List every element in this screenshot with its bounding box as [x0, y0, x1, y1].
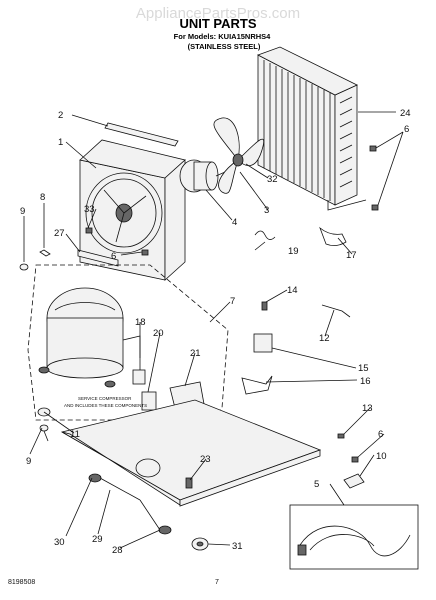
wire-harness	[319, 226, 347, 246]
callout-20: 20	[153, 328, 164, 339]
tube	[321, 304, 351, 318]
callout-24: 24	[400, 108, 411, 119]
footer-page-number: 7	[215, 579, 219, 586]
variant-line: (STAINLESS STEEL)	[188, 42, 261, 51]
callout-10: 10	[376, 451, 387, 462]
callout-6b: 6	[111, 251, 116, 262]
service-note-2: AND INCLUDES THESE COMPONENTS	[64, 403, 147, 408]
grommet	[19, 263, 29, 271]
fan-motor	[179, 159, 235, 193]
callout-23: 23	[200, 454, 211, 465]
callout-19: 19	[288, 246, 299, 257]
callout-2: 2	[58, 110, 63, 121]
screw	[371, 204, 379, 211]
callout-9a: 9	[20, 206, 25, 217]
fan-shroud	[79, 139, 186, 281]
screw	[261, 301, 268, 311]
callout-6a: 6	[404, 124, 409, 135]
callout-29: 29	[92, 534, 103, 545]
baffle	[77, 249, 119, 267]
base-pan	[60, 399, 322, 551]
fitting	[337, 433, 345, 439]
footer-part-number: 8198508	[8, 579, 35, 586]
callout-13: 13	[362, 403, 373, 414]
callout-7: 7	[230, 296, 235, 307]
drain-cap	[343, 473, 365, 489]
compressor-group-box	[27, 264, 229, 421]
callout-4: 4	[232, 217, 237, 228]
callout-15: 15	[358, 363, 369, 374]
callout-21: 21	[190, 348, 201, 359]
shroud-seal	[104, 122, 179, 147]
clamp	[254, 230, 276, 240]
fan-blade	[213, 117, 264, 194]
relay	[141, 391, 157, 411]
screw	[85, 227, 93, 234]
leader-lines	[23, 111, 404, 549]
callout-9b: 9	[26, 456, 31, 467]
compressor	[38, 287, 141, 388]
callout-3: 3	[264, 205, 269, 216]
service-note-1: SERVICE COMPRESSOR	[78, 396, 132, 401]
condenser-coil	[257, 46, 367, 211]
screw	[141, 249, 149, 256]
overload	[132, 369, 146, 385]
callout-12: 12	[319, 333, 330, 344]
watermark: AppliancePartsPros.com	[136, 5, 300, 22]
callout-33: 33	[84, 204, 95, 215]
callout-8: 8	[40, 192, 45, 203]
callout-1: 1	[58, 137, 63, 148]
callout-11: 11	[70, 429, 80, 440]
callout-32: 32	[267, 174, 278, 185]
callout-28: 28	[112, 545, 123, 556]
callout-16: 16	[360, 376, 371, 387]
callout-6c: 6	[378, 429, 383, 440]
diagram-title: UNIT PARTS	[179, 16, 256, 31]
callout-18: 18	[135, 317, 146, 328]
power-cord	[289, 504, 419, 570]
callout-31: 31	[232, 541, 243, 552]
control-box	[253, 333, 273, 353]
clip	[39, 249, 51, 257]
callout-17: 17	[346, 250, 357, 261]
callout-27: 27	[54, 228, 65, 239]
screw	[351, 456, 359, 463]
callout-5: 5	[314, 479, 319, 490]
bracket	[241, 375, 273, 395]
models-line: For Models: KUIA15NRHS4	[174, 32, 272, 41]
screw	[369, 145, 377, 152]
callout-14: 14	[287, 285, 298, 296]
callout-30: 30	[54, 537, 65, 548]
